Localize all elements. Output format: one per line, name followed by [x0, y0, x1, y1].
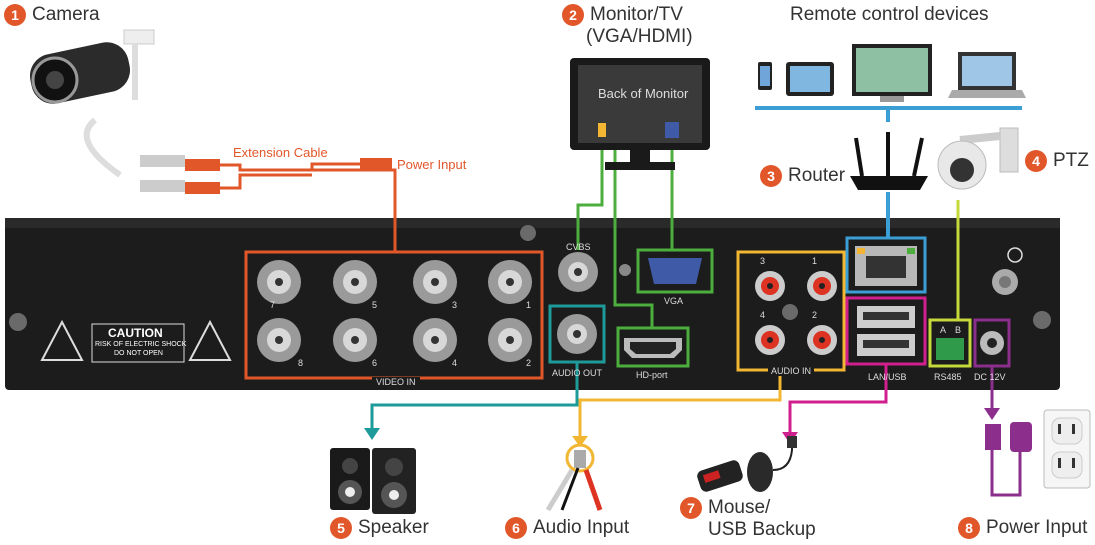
step-number: 4 — [1025, 150, 1047, 172]
rs485-label: RS485 — [934, 372, 962, 382]
audio-num: 3 — [760, 256, 766, 266]
remote-devices-icon — [758, 44, 1026, 102]
vga-group — [636, 248, 714, 294]
ptz-label-text: PTZ — [1053, 150, 1089, 172]
vga-label: VGA — [664, 296, 684, 306]
power-input-label: 8 Power Input — [958, 517, 1087, 539]
audio-out-label: AUDIO OUT — [552, 368, 603, 378]
screw-icon — [782, 304, 798, 320]
monitor-label-line1: Monitor/TV — [590, 4, 683, 26]
audio-input-cable-line — [578, 370, 782, 440]
step-number: 2 — [562, 4, 584, 26]
router-label: 3 Router — [760, 165, 845, 187]
router-label-text: Router — [788, 165, 846, 187]
ptz-label: 4 PTZ — [1025, 150, 1089, 172]
cvbs-label: CVBS — [566, 242, 591, 252]
warning-icon — [188, 319, 232, 361]
audio-num: 2 — [812, 310, 818, 320]
video-num: 8 — [298, 358, 304, 368]
audio-in-label: AUDIO IN — [768, 366, 815, 376]
bnc-plug — [185, 159, 220, 171]
caution-line2: DO NOT OPEN — [114, 350, 163, 357]
video-num: 4 — [452, 358, 458, 368]
step-number: 1 — [4, 4, 26, 26]
camera-label-text: Camera — [32, 4, 100, 26]
screw-icon — [520, 225, 536, 241]
caution-line1: RISK OF ELECTRIC SHOCK — [95, 341, 187, 348]
back-of-monitor-label: Back of Monitor — [598, 86, 689, 101]
power-plug — [360, 158, 392, 170]
shock-warning-icon — [40, 319, 84, 361]
dc12v-label: DC 12V — [974, 372, 1006, 382]
bnc-connectors — [257, 260, 532, 362]
video-num: 1 — [526, 300, 532, 310]
video-num: 5 — [372, 300, 378, 310]
monitor-label: 2 Monitor/TV — [562, 4, 683, 26]
video-num: 7 — [270, 300, 276, 310]
speaker-cable-line — [370, 362, 579, 430]
video-num: 3 — [452, 300, 458, 310]
hd-port-label: HD-port — [636, 370, 668, 380]
lan-usb-label: LAN/USB — [868, 372, 907, 382]
bnc-plug — [185, 182, 220, 194]
rs485-terminal — [936, 338, 964, 360]
router-icon — [850, 132, 928, 190]
extension-cable-label: Extension Cable — [233, 145, 328, 160]
mouse-label-line1: Mouse/ — [708, 497, 771, 519]
video-num: 6 — [372, 358, 378, 368]
power-input-label-text: Power Input — [986, 517, 1088, 539]
bullet-camera-icon — [29, 29, 155, 178]
audio-input-label: 6 Audio Input — [505, 517, 629, 539]
mouse-icon — [747, 436, 797, 492]
rs485-pin-b: B — [955, 325, 962, 335]
usb-cable-line — [788, 364, 888, 435]
ptz-camera-icon — [937, 127, 1019, 190]
step-number: 6 — [505, 517, 527, 539]
video-in-label: VIDEO IN — [372, 377, 420, 387]
rs485-group — [928, 318, 972, 368]
remote-devices-label: Remote control devices — [790, 4, 989, 25]
vga-port — [648, 258, 702, 284]
video-num: 2 — [526, 358, 532, 368]
step-number: 3 — [760, 165, 782, 187]
speaker-icon — [330, 448, 416, 514]
cvbs-cable-line — [576, 138, 604, 250]
usb-drive-icon — [697, 460, 743, 492]
rs485-pin-a: A — [940, 325, 947, 335]
extension-cable-line — [220, 163, 397, 252]
caution-title: CAUTION — [108, 326, 163, 340]
step-number: 8 — [958, 517, 980, 539]
speaker-label: 5 Speaker — [330, 517, 429, 539]
hdmi-cable-line — [613, 138, 654, 328]
mouse-label: 7 Mouse/ — [680, 497, 770, 519]
step-number: 5 — [330, 517, 352, 539]
monitor-label-line2: (VGA/HDMI) — [586, 26, 693, 47]
speaker-label-text: Speaker — [358, 517, 429, 539]
wall-outlet-icon — [1043, 409, 1091, 489]
mouse-label-line2: USB Backup — [708, 519, 816, 540]
camera-label: 1 Camera — [4, 4, 100, 26]
power-input-small-label: Power Input — [397, 157, 467, 172]
audio-num: 1 — [812, 256, 818, 266]
rca-cable-icon — [545, 443, 603, 512]
audio-num: 4 — [760, 310, 766, 320]
step-number: 7 — [680, 497, 702, 519]
screw-icon — [1033, 311, 1051, 329]
audio-input-label-text: Audio Input — [533, 517, 630, 539]
power-adapter-icon — [985, 422, 1032, 452]
screw-icon — [9, 313, 27, 331]
